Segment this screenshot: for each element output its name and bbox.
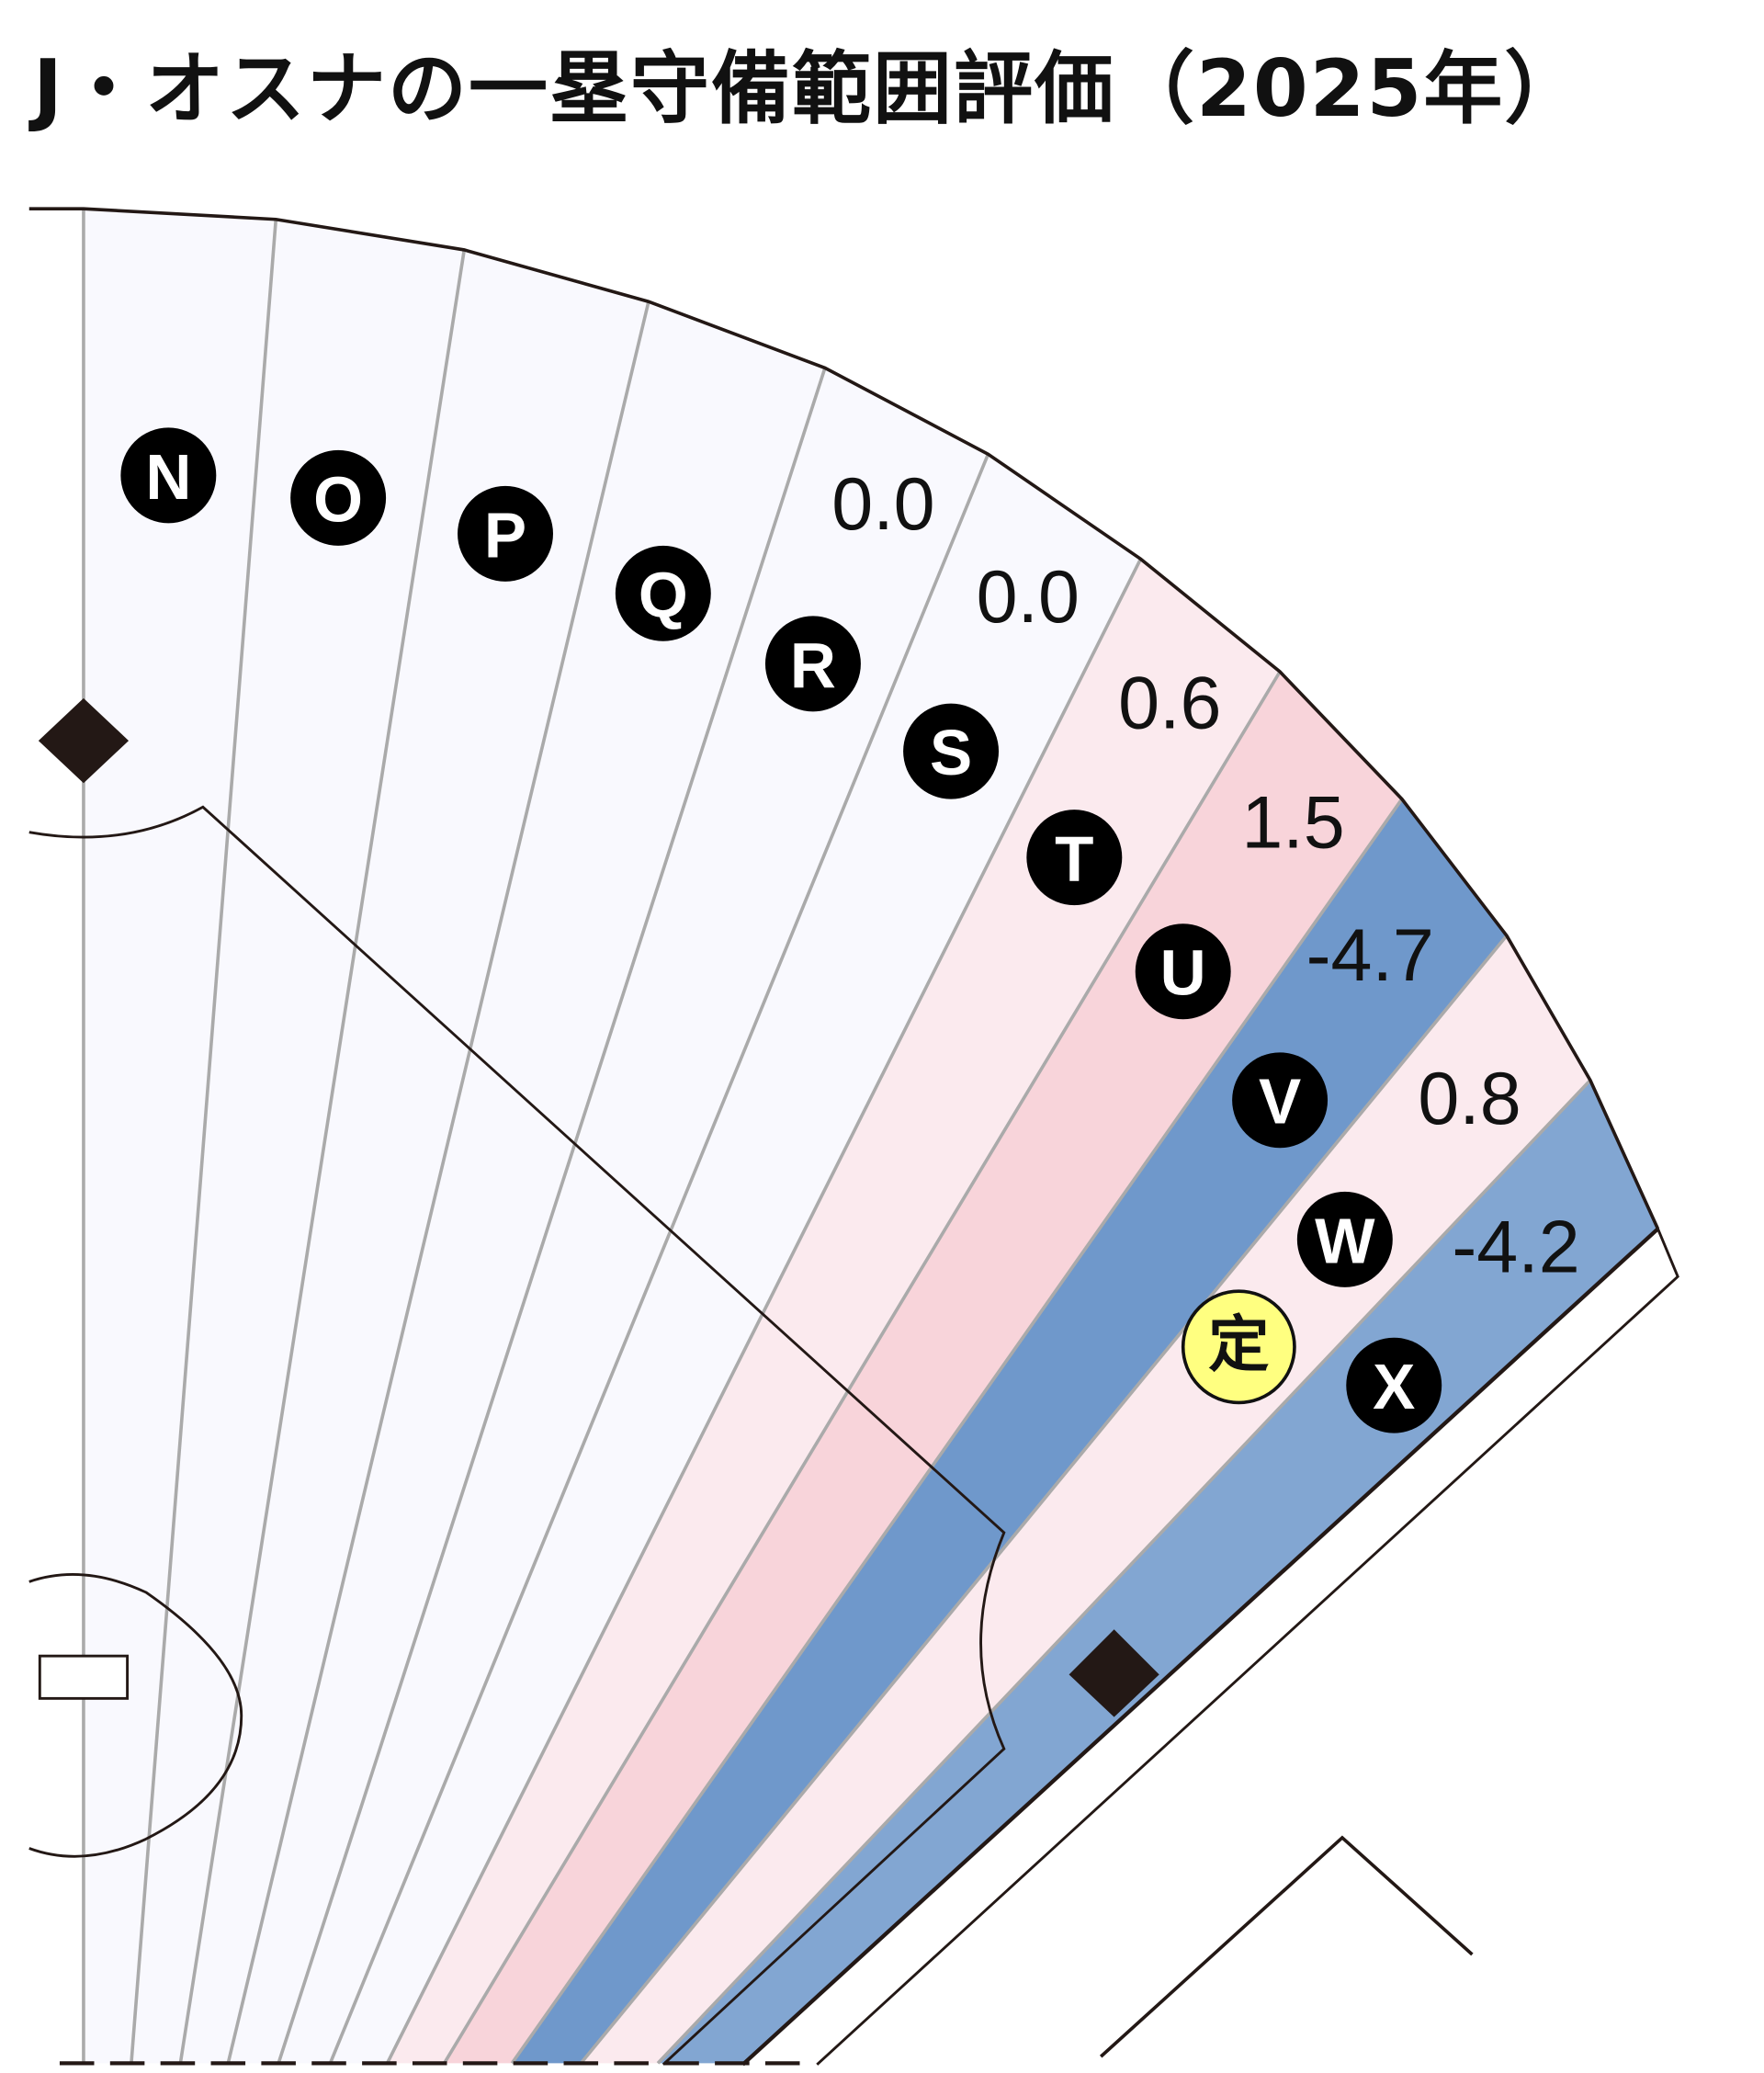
zone-letter-circle <box>1296 1191 1393 1287</box>
zone-letter: S <box>930 717 972 788</box>
zone-band-p <box>180 249 649 2064</box>
first-base-icon <box>1069 1629 1159 1717</box>
zone-divider <box>277 367 827 2064</box>
zone-divider <box>178 249 467 2064</box>
zone-letter-circle <box>903 703 1000 799</box>
zone-band-t <box>387 559 1281 2064</box>
zone-band-x <box>658 1080 1658 2064</box>
zone-band-s <box>330 454 1141 2064</box>
zone-letter: W <box>1315 1205 1375 1276</box>
zone-dividers <box>82 209 1592 2065</box>
zone-letter-circle <box>615 545 711 641</box>
zone-letter-circle <box>1026 810 1123 906</box>
zone-marker-p: P <box>458 485 553 582</box>
zone-band-u <box>444 672 1402 2064</box>
zone-divider <box>579 935 1509 2065</box>
zone-marker-t: T <box>1026 810 1123 906</box>
zone-divider <box>656 1079 1592 2065</box>
zone-letter: R <box>790 629 836 701</box>
second-base-icon <box>38 697 130 784</box>
zone-marker-o: O <box>290 449 387 546</box>
zone-band-o <box>130 219 465 2064</box>
zone-divider <box>510 798 1404 2065</box>
zone-marker-s: S <box>903 703 1000 799</box>
zone-value-v: -4.7 <box>1306 914 1434 997</box>
foul-line-outer <box>816 1228 1679 2066</box>
zone-marker-q: Q <box>615 545 711 641</box>
zone-marker-x: X <box>1346 1337 1442 1433</box>
zone-divider <box>226 300 650 2064</box>
zone-divider <box>130 219 278 2064</box>
pitchers-rubber <box>38 1654 130 1700</box>
zone-marker-n: N <box>120 427 217 524</box>
zone-letter-circle <box>1232 1052 1329 1149</box>
zone-labels: N O P Q R 0.0S 0.0T 0.6U 1.5V-4.7W 0.8X -4.2 <box>120 427 1580 1433</box>
pitchers-mound <box>28 1573 243 1858</box>
zone-letter: V <box>1259 1066 1301 1138</box>
marker-label: 定 <box>1208 1308 1269 1380</box>
zone-letter-circle <box>1346 1337 1442 1433</box>
page-title: J・オスナの一塁守備範囲評価（2025年） <box>33 43 1586 135</box>
zone-letter: Q <box>639 559 688 630</box>
zone-letter-circle <box>1135 923 1231 1020</box>
outfield-fence <box>28 207 1660 1230</box>
zone-band-n <box>83 209 277 2064</box>
zone-value-r: 0.0 <box>831 463 934 546</box>
position-marker: 定 <box>1181 1289 1296 1405</box>
zone-letter: N <box>145 441 191 513</box>
zone-marker-v: V <box>1232 1052 1329 1149</box>
home-plate-area <box>1099 1835 1474 2058</box>
zone-letter-circle <box>120 427 217 524</box>
zone-marker-r: R <box>764 616 861 712</box>
zone-value-s: 0.0 <box>977 556 1080 639</box>
zone-value-u: 1.5 <box>1241 782 1344 865</box>
zone-divider <box>385 558 1143 2065</box>
zone-value-t: 0.6 <box>1118 663 1221 745</box>
zone-letter-circle <box>458 485 553 582</box>
zone-divider <box>443 671 1282 2065</box>
zone-letter-circle <box>764 616 861 712</box>
infield-grass-line <box>28 805 1006 2066</box>
zone-value-x: -4.2 <box>1452 1206 1579 1289</box>
zone-letter: T <box>1055 823 1093 895</box>
zone-marker-u: U <box>1135 923 1231 1020</box>
zone-marker-w: W <box>1296 1191 1393 1287</box>
zone-letter: X <box>1373 1351 1415 1422</box>
zone-band-r <box>278 368 989 2064</box>
zone-letter: O <box>313 463 363 535</box>
zone-letter: P <box>484 499 526 571</box>
zone-divider <box>328 453 990 2065</box>
zone-value-w: 0.8 <box>1418 1058 1521 1140</box>
foul-line <box>741 1227 1659 2067</box>
zone-letter-circle <box>290 449 387 546</box>
zone-letter: U <box>1160 937 1206 1009</box>
zone-band-q <box>228 301 825 2064</box>
